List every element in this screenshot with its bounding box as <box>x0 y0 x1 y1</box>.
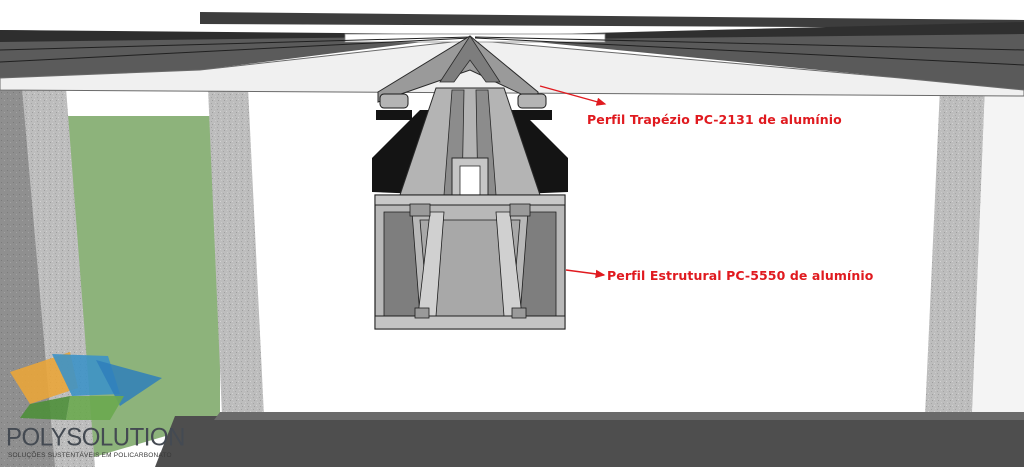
callout-perfil-trapezio: Perfil Trapézio PC-2131 de alumínio <box>587 112 842 127</box>
estrutural-foot-left <box>414 307 430 319</box>
estrutural-profile-top-flange <box>374 194 566 206</box>
roof-plane-right-top <box>475 22 1024 40</box>
polysolution-logo-icon <box>10 352 162 420</box>
estrutural-notch-right <box>509 203 531 217</box>
roof-beam <box>0 39 1024 97</box>
sky-strip <box>60 88 220 116</box>
right-column <box>925 88 985 416</box>
trapezio-top-face <box>439 35 501 83</box>
estrutural-notch-left <box>409 203 431 217</box>
floor-edge <box>214 412 1024 420</box>
trapezio-teeth-left <box>376 110 412 120</box>
estrutural-bottom-flange <box>374 315 566 330</box>
roof-line-d <box>474 37 1024 66</box>
trapezio-slot-inner <box>459 165 481 199</box>
estrutural-foot-right <box>511 307 527 319</box>
roof-line-c <box>474 36 1024 51</box>
floor-slab <box>155 416 1024 467</box>
trapezio-teeth-right <box>516 110 552 120</box>
brand-name: POLYSOLUTION <box>6 423 185 452</box>
center-left-column <box>208 88 264 416</box>
callout-arrow-estrutural <box>565 269 606 279</box>
roof-line-b <box>0 37 471 63</box>
right-column-side <box>972 80 1024 416</box>
roof-line-a <box>0 36 471 51</box>
trapezio-clip-right <box>517 93 547 109</box>
brand-tagline: SOLUÇÕES SUSTENTÁVEIS EM POLICARBONATO <box>8 452 172 459</box>
roof-plane-left-top <box>0 30 470 42</box>
trapezio-clip-left <box>379 93 409 109</box>
callout-arrow-trapezio <box>539 85 607 106</box>
callout-perfil-estrutural: Perfil Estrutural PC-5550 de alumínio <box>607 268 874 283</box>
roof-top-edge <box>200 12 1024 28</box>
